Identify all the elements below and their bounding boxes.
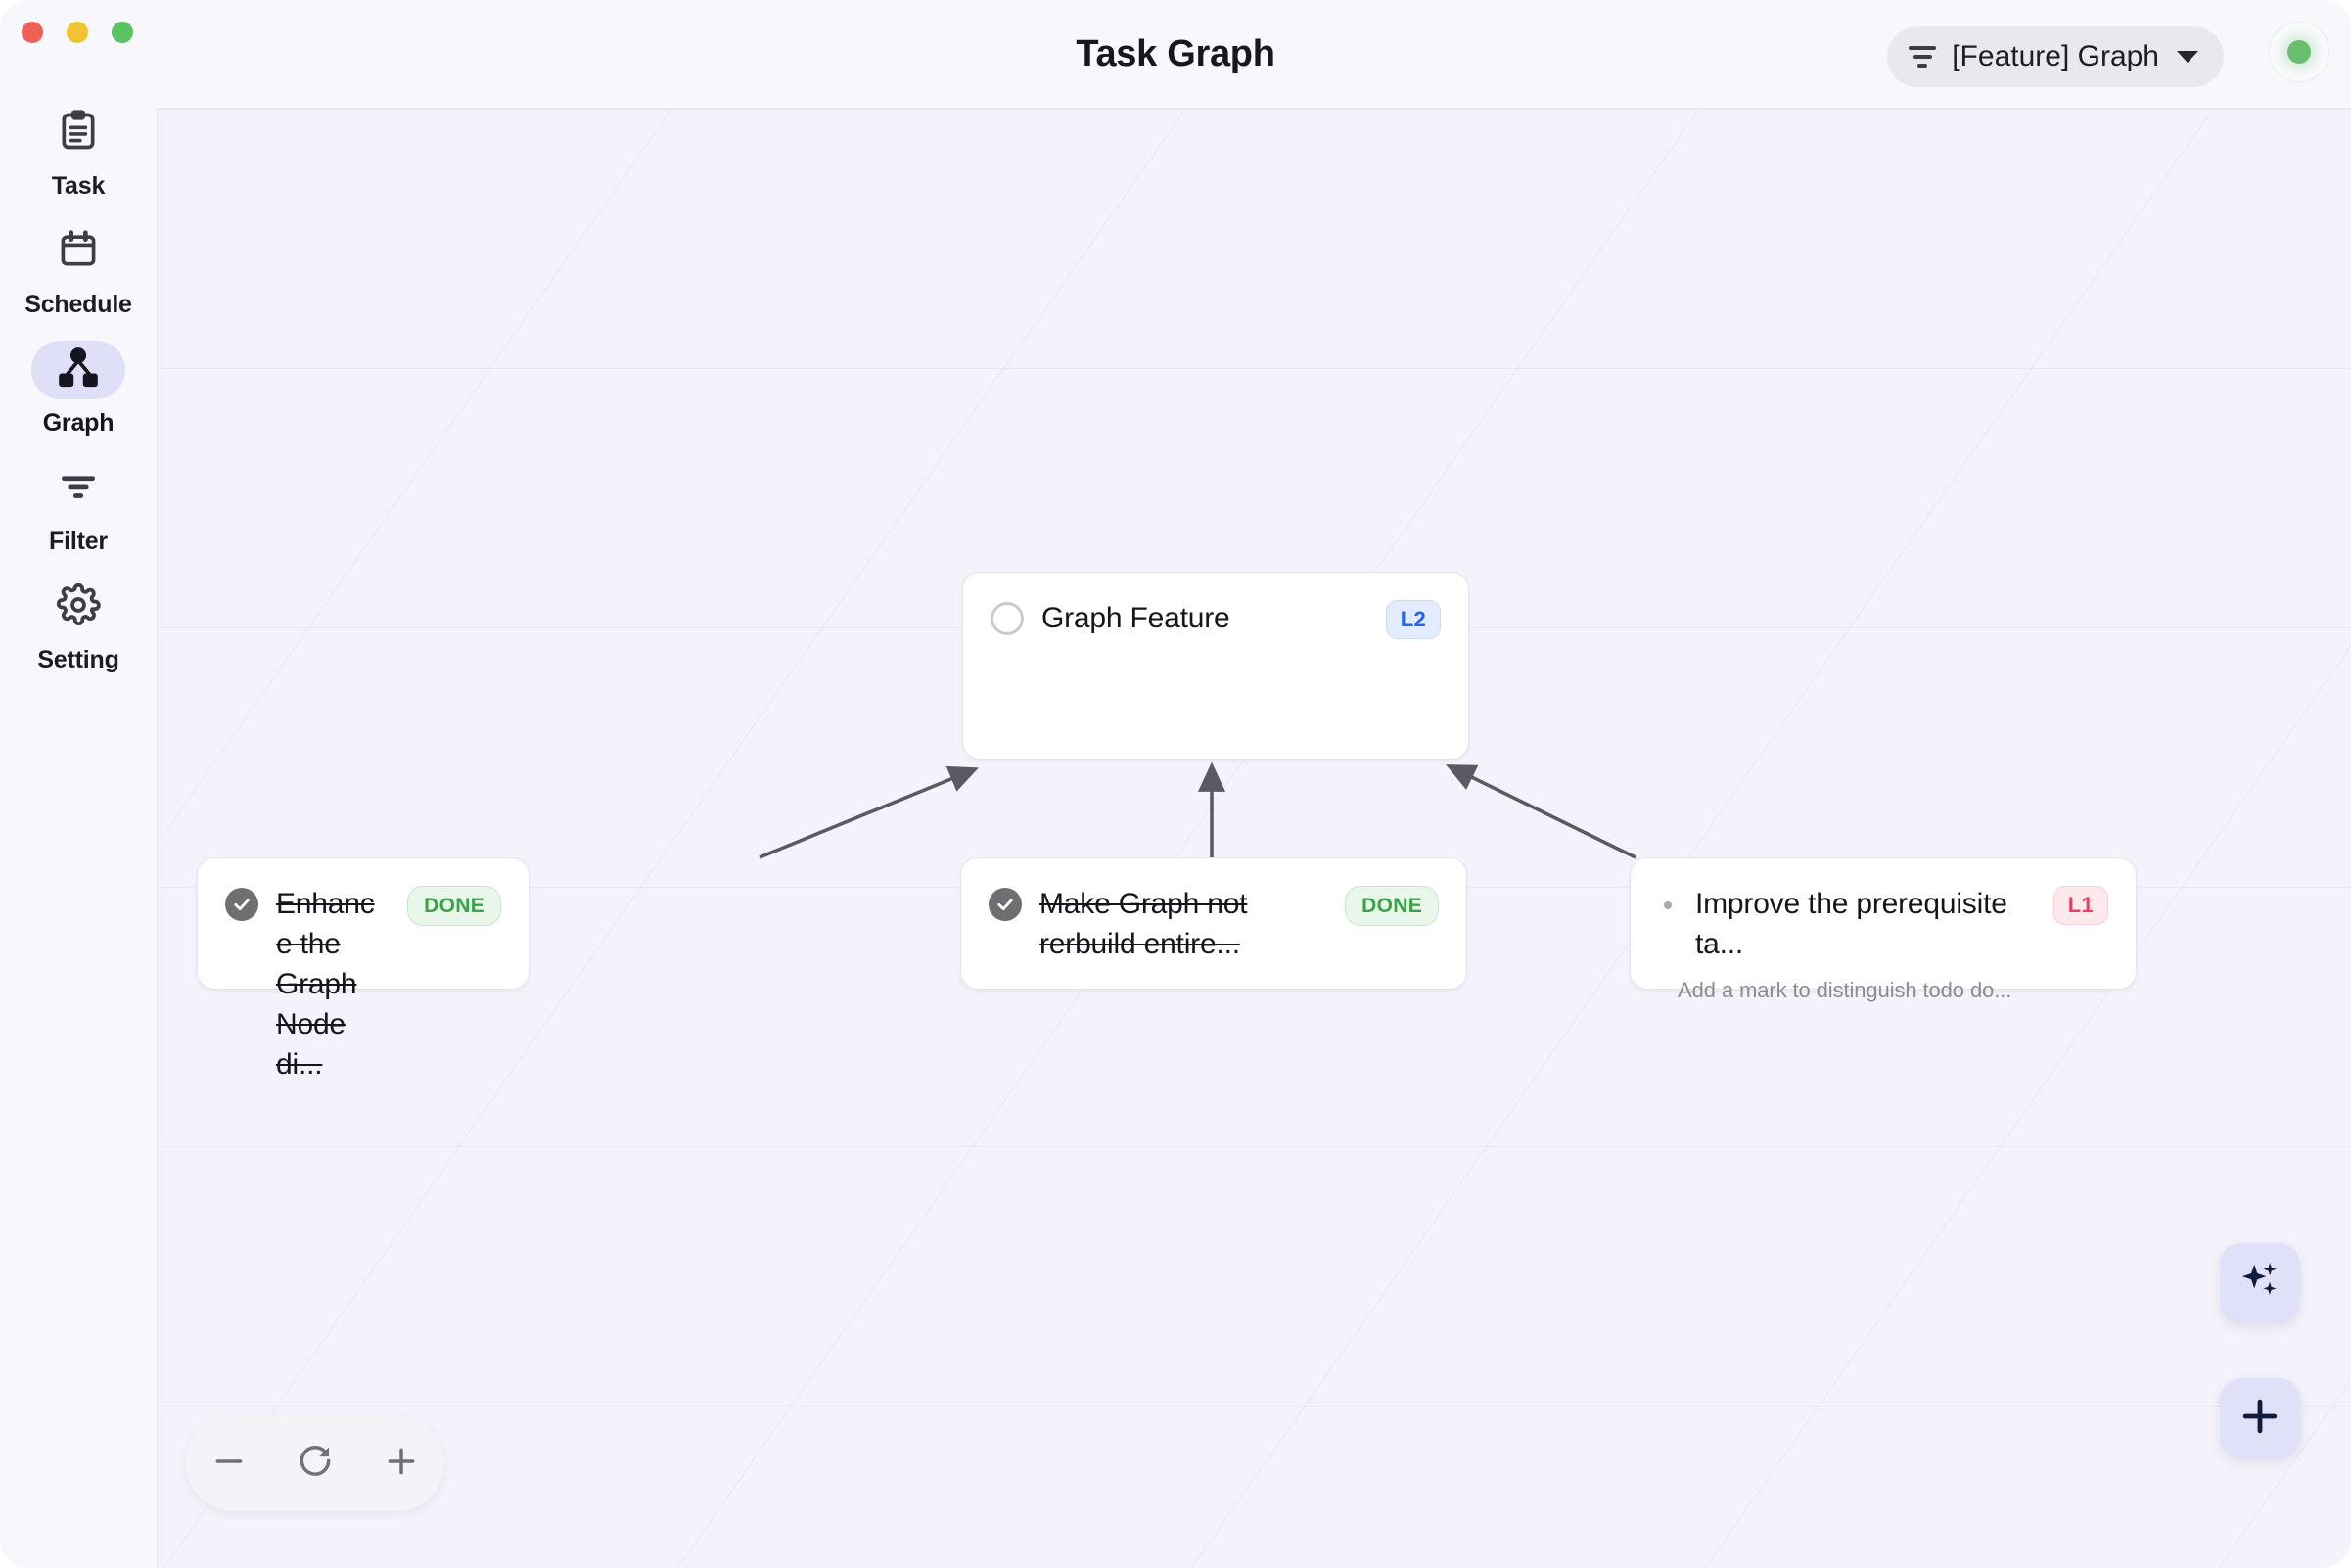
sidebar-item-graph[interactable]: Graph — [15, 341, 142, 438]
node-level-badge: L2 — [1385, 600, 1441, 639]
sidebar-item-filter[interactable]: Filter — [15, 459, 142, 556]
graph-node-enhance-graph-node[interactable]: Enhance the Graph Node di... DONE — [197, 857, 530, 1081]
sidebar-item-schedule[interactable]: Schedule — [15, 222, 142, 319]
calendar-icon — [57, 228, 100, 276]
chevron-down-icon — [2177, 51, 2198, 63]
minimize-button[interactable] — [67, 22, 88, 43]
title-bar: Task Graph [Feature] Graph — [0, 0, 2351, 108]
sidebar-item-label: Filter — [49, 528, 108, 555]
graph-node-improve-prerequisite[interactable]: Improve the prerequisite ta... L1 Add a … — [1630, 857, 2137, 1002]
zoom-in-button[interactable] — [370, 1432, 433, 1495]
status-indicator[interactable] — [2269, 22, 2329, 82]
filter-icon — [1909, 46, 1937, 68]
node-level-badge: L1 — [2052, 886, 2108, 925]
zoom-controls — [186, 1415, 444, 1511]
graph-node-make-graph-not-rebuild[interactable]: Make Graph not rerbuild entire... DONE — [960, 857, 1467, 990]
filter-icon — [57, 465, 100, 513]
graph-icon — [57, 346, 100, 394]
graph-canvas[interactable]: Graph Feature L2 Enhance the Graph Node … — [157, 108, 2351, 1568]
graph-node-graph-feature[interactable]: Graph Feature L2 — [962, 572, 1469, 760]
node-description: Add a mark to distinguish todo do... — [1678, 978, 2012, 1003]
node-title: Improve the prerequisite ta... — [1695, 888, 2007, 961]
minus-icon — [209, 1442, 249, 1486]
edge-improve-to-graph-feature — [1446, 764, 1636, 859]
sparkles-icon — [2236, 1258, 2283, 1310]
clipboard-icon — [57, 109, 100, 158]
ai-assist-button[interactable] — [2220, 1243, 2300, 1323]
graph-edges — [759, 761, 1636, 859]
plus-icon — [2236, 1393, 2283, 1445]
traffic-lights — [22, 22, 133, 43]
sidebar-item-setting[interactable]: Setting — [15, 577, 142, 674]
edge-enhance-to-graph-feature — [759, 765, 979, 859]
zoom-reset-button[interactable] — [284, 1432, 346, 1495]
node-status-checkbox[interactable] — [225, 888, 258, 921]
node-status-badge: DONE — [407, 886, 501, 926]
sidebar: Task Schedule — [0, 108, 157, 1568]
node-title: Enhance the Graph Node di... — [276, 888, 375, 1082]
node-title: Make Graph not rerbuild entire... — [1039, 888, 1248, 961]
sidebar-item-label: Graph — [42, 409, 115, 437]
node-bullet-marker — [1664, 901, 1672, 909]
status-dot-icon — [2287, 40, 2311, 64]
node-title: Graph Feature — [1041, 602, 1230, 634]
sidebar-item-label: Setting — [37, 646, 119, 673]
node-status-badge: DONE — [1345, 886, 1439, 926]
refresh-icon — [296, 1442, 335, 1486]
add-task-button[interactable] — [2220, 1378, 2300, 1458]
node-status-checkbox[interactable] — [989, 888, 1022, 921]
filter-dropdown[interactable]: [Feature] Graph — [1887, 26, 2224, 87]
plus-icon — [382, 1442, 421, 1486]
sidebar-item-label: Task — [51, 172, 106, 200]
sidebar-item-label: Schedule — [24, 291, 132, 318]
filter-dropdown-label: [Feature] Graph — [1952, 40, 2159, 72]
node-status-checkbox[interactable] — [991, 602, 1024, 635]
close-button[interactable] — [22, 22, 43, 43]
maximize-button[interactable] — [112, 22, 133, 43]
sidebar-item-task[interactable]: Task — [15, 104, 142, 201]
gear-icon — [56, 582, 101, 632]
zoom-out-button[interactable] — [198, 1432, 260, 1495]
